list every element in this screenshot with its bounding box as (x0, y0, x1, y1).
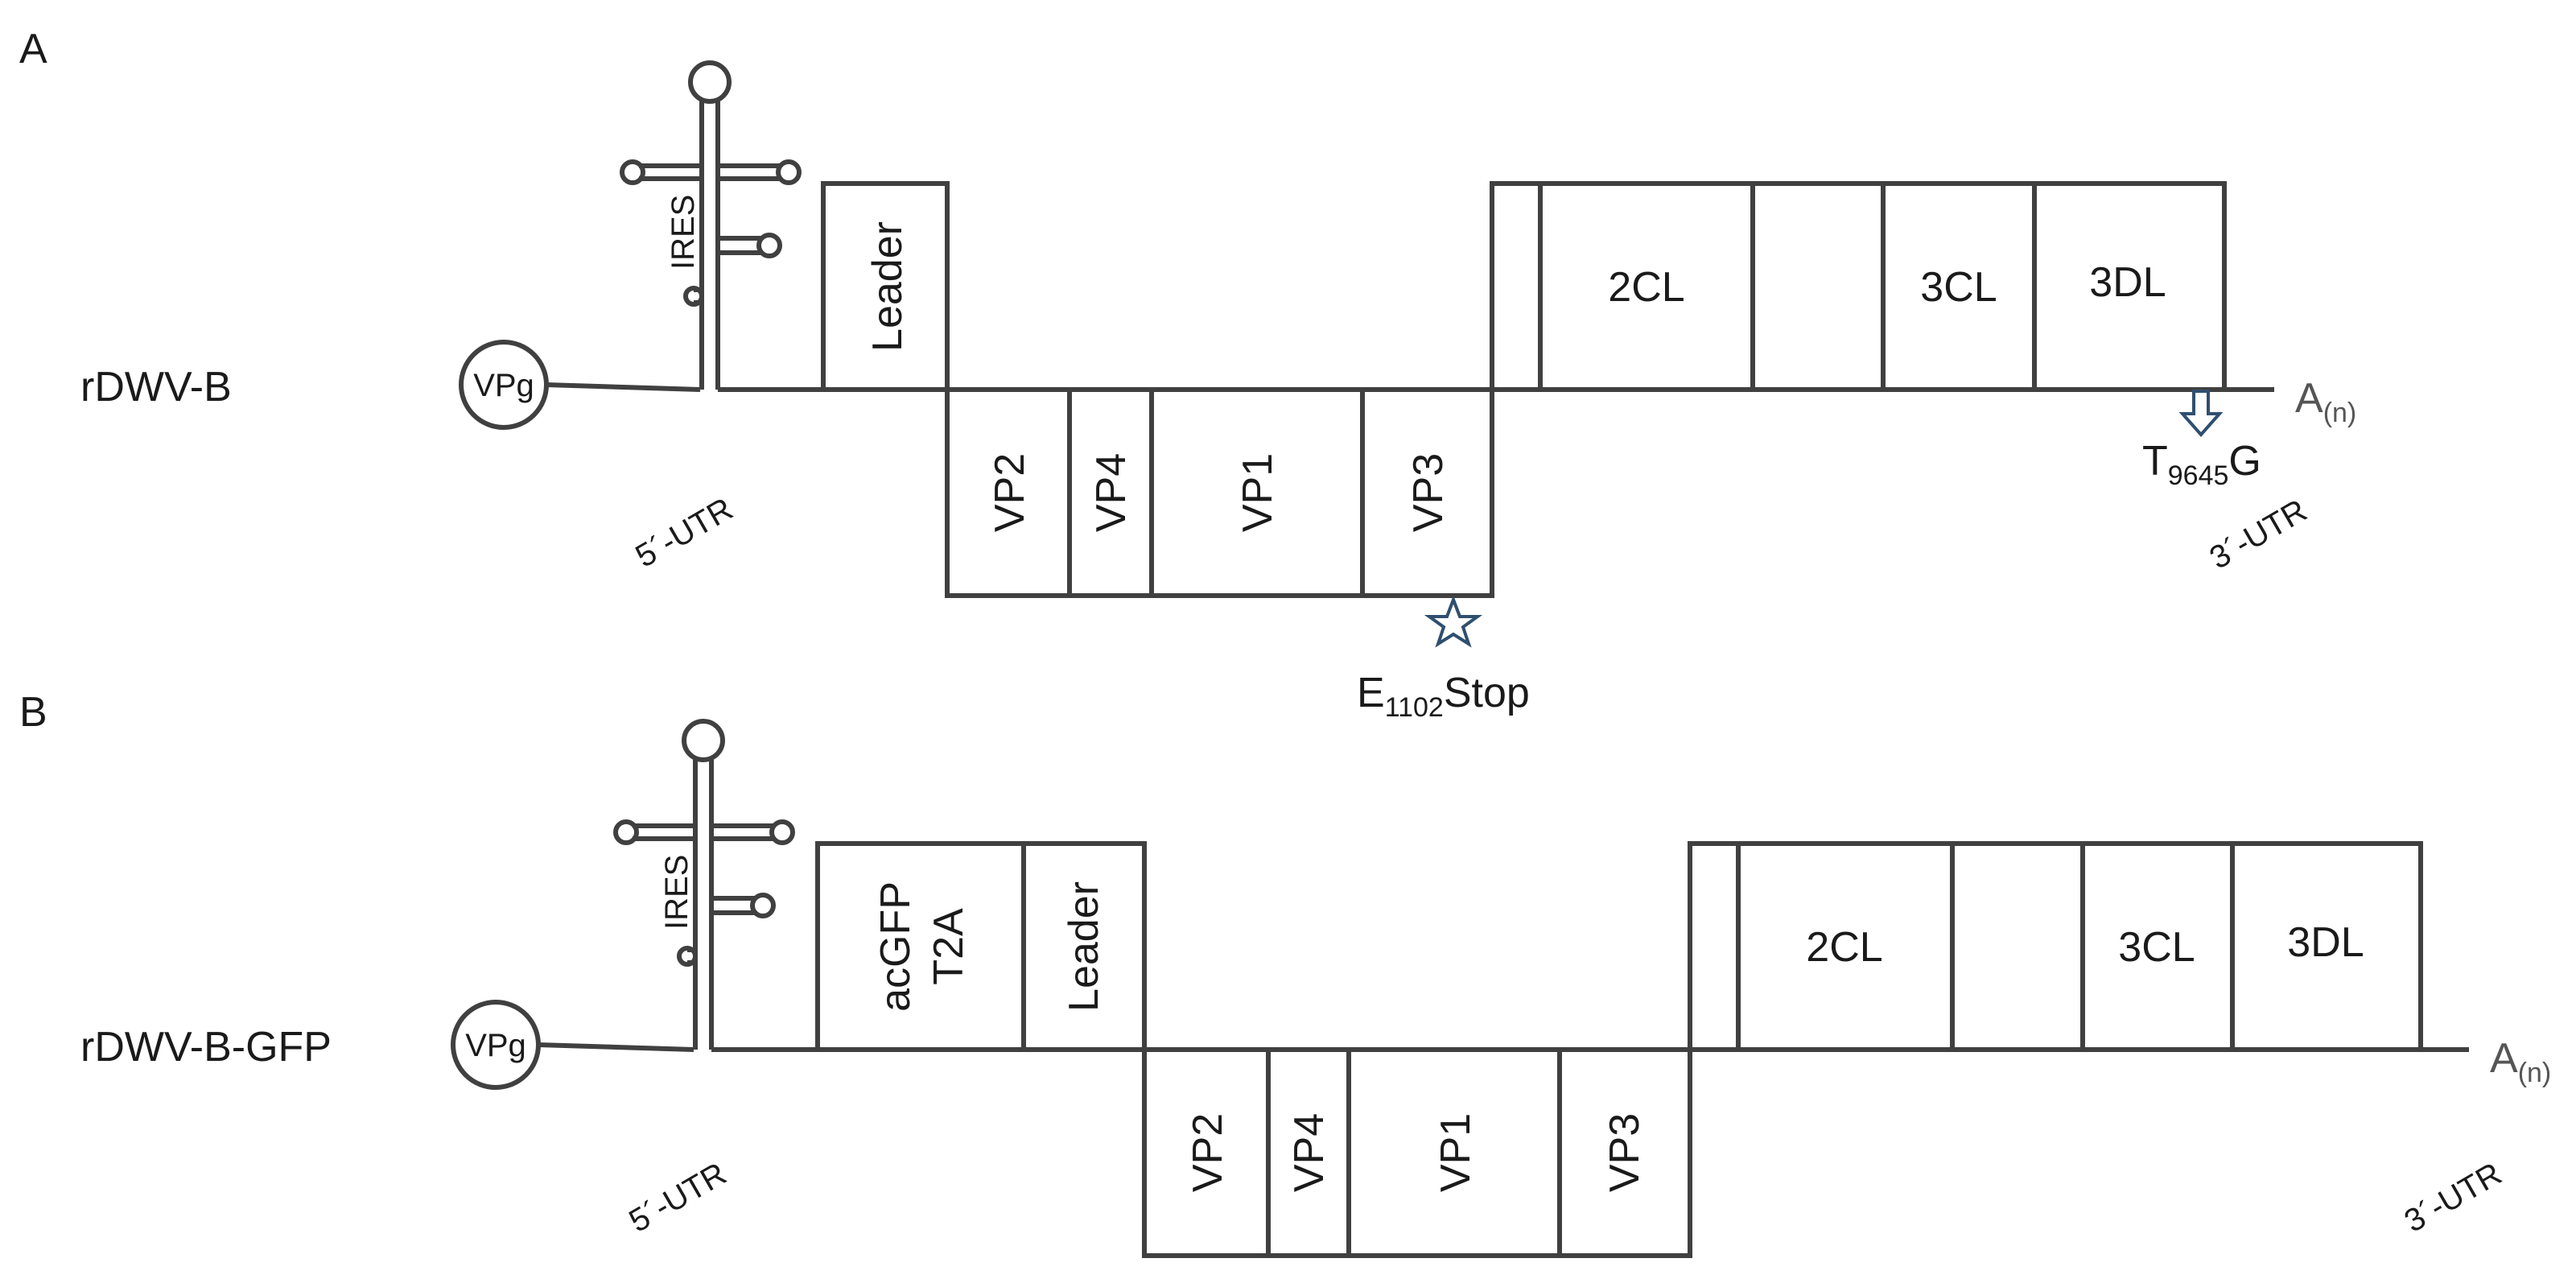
vp2-label: VP2 (1185, 1113, 1231, 1192)
leader-label: Leader (1061, 881, 1107, 1012)
mutation-stop-label: E1102Stop (1357, 670, 1530, 723)
vp3-label: VP3 (1405, 453, 1452, 532)
2cl-box (1538, 181, 1755, 392)
nsp-unlabeled-box (1750, 181, 1886, 392)
3dl-box (2032, 181, 2227, 392)
leader-box (1021, 841, 1147, 1052)
vpg-label: VPg (473, 368, 534, 403)
vp1-label: VP1 (1432, 1113, 1479, 1192)
vp1-box (1346, 1047, 1562, 1258)
utr5-label: 5´-UTR (630, 491, 740, 575)
polya-label: A(n) (2295, 375, 2356, 428)
mutation-point-label: T9645G (2142, 438, 2261, 491)
down-arrow-icon (2178, 390, 2224, 438)
utr3-label: 3´-UTR (2399, 1156, 2508, 1240)
vp3-label: VP3 (1601, 1113, 1648, 1192)
nsp-small-box (1490, 181, 1543, 392)
acgfp-label: acGFP (872, 881, 919, 1012)
leader-label: Leader (864, 221, 911, 352)
vp3-box (1360, 387, 1494, 598)
ires-label: IRES (666, 195, 701, 270)
ires-structure (620, 60, 802, 390)
2cl-label: 2CL (1608, 264, 1684, 311)
2cl-label: 2CL (1806, 924, 1882, 971)
t2a-label: T2A (925, 908, 972, 985)
ires-label: IRES (659, 855, 694, 930)
vp3-box (1557, 1047, 1692, 1258)
3dl-label: 3DL (2089, 259, 2166, 306)
vp2-label: VP2 (987, 453, 1033, 532)
vpg-label: VPg (465, 1028, 526, 1063)
vpg-linker (546, 382, 701, 392)
acgfp-t2a-box (815, 841, 1026, 1052)
utr3-label: 3´-UTR (2204, 493, 2314, 576)
vp2-box (1142, 1047, 1271, 1258)
vp4-label: VP4 (1088, 453, 1135, 532)
utr5-label: 5´-UTR (624, 1156, 733, 1240)
panel-a: A rDWV-B VPg IRES Leader (19, 26, 2356, 723)
vpg-linker (538, 1042, 694, 1052)
star-icon (1424, 595, 1483, 648)
3cl-label: 3CL (2118, 924, 2195, 971)
3cl-box (1881, 181, 2037, 392)
2cl-box (1736, 841, 1955, 1052)
panel-b: B rDWV-B-GFP VPg IRES acG (19, 689, 2551, 1258)
vp4-label: VP4 (1286, 1113, 1333, 1192)
panel-b-letter: B (19, 689, 47, 736)
panel-b-construct-label: rDWV-B-GFP (80, 1024, 332, 1071)
polya-label: A(n) (2490, 1035, 2551, 1088)
3cl-label: 3CL (1920, 264, 1997, 311)
nsp-unlabeled-box (1950, 841, 2085, 1052)
vp1-label: VP1 (1234, 453, 1281, 532)
3dl-box (2230, 841, 2423, 1052)
vp4-box (1266, 1047, 1351, 1258)
leader-box (821, 181, 950, 392)
nsp-small-box (1688, 841, 1741, 1052)
panel-a-construct-label: rDWV-B (80, 364, 232, 411)
panel-a-letter: A (19, 26, 47, 72)
3dl-label: 3DL (2287, 919, 2364, 966)
ires-structure (613, 719, 795, 1050)
